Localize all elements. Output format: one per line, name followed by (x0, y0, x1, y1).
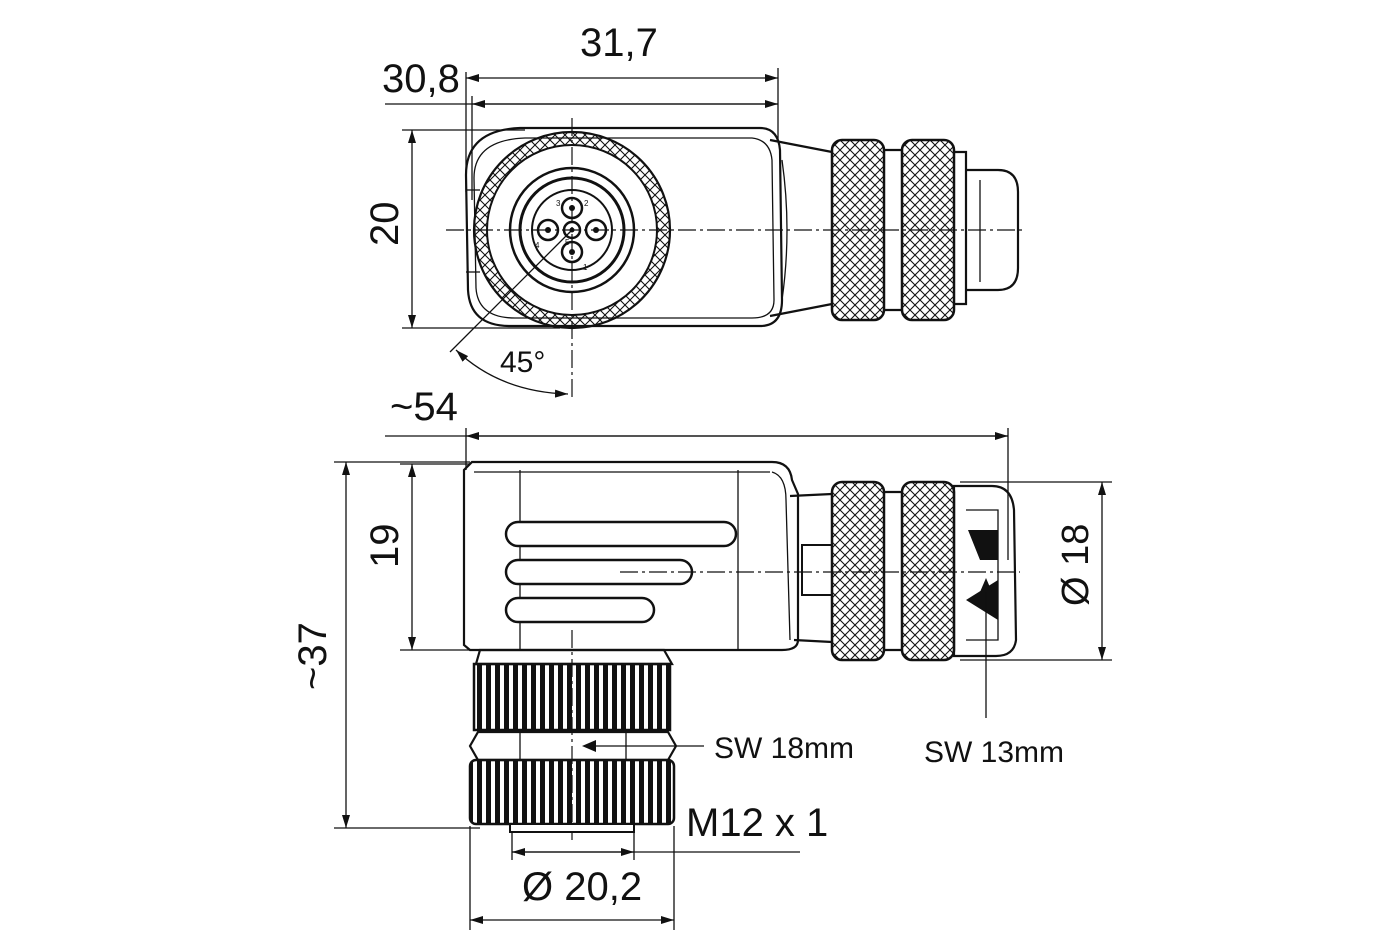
dimension-19: 19 (363, 463, 480, 651)
dimension-45-degree: 45° (449, 229, 573, 398)
label-sw-13mm: SW 13mm (924, 736, 1064, 769)
side-bottom-nut (472, 648, 674, 732)
top-view: 31,7 30,8 20 (363, 21, 1026, 398)
label-m12-thread: M12 x 1 (686, 801, 828, 845)
top-housing-outline (464, 126, 784, 328)
pin-label-5: 5 (565, 238, 570, 247)
side-thread-ring (468, 758, 676, 833)
callout-thread: M12 x 1 (511, 801, 828, 860)
side-view: ~54 19 ~37 (291, 385, 1112, 930)
side-knurl-nut-2 (900, 480, 956, 662)
pin-label-1: 1 (583, 263, 588, 272)
dimension-diameter-20-2: Ø 20,2 (469, 826, 675, 930)
dim-label-19: 19 (363, 524, 407, 569)
pin-label-4: 4 (535, 241, 540, 250)
dimension-30-8: 30,8 (382, 57, 778, 200)
pin-label-2: 2 (584, 199, 589, 208)
pin-label-3: 3 (556, 199, 561, 208)
dimension-37: ~37 (291, 461, 480, 829)
dim-label-diameter-18: Ø 18 (1055, 524, 1097, 606)
dim-label-54: ~54 (390, 385, 458, 429)
callout-sw-18: SW 18mm (582, 732, 854, 765)
dim-label-37: ~37 (291, 622, 335, 690)
dim-label-31-7: 31,7 (580, 21, 658, 65)
dim-label-30-8: 30,8 (382, 57, 460, 101)
side-knurl-nut-1 (830, 480, 886, 662)
side-end-cap (952, 484, 1018, 658)
callout-sw-13: SW 13mm (924, 578, 1064, 769)
dimension-54: ~54 (385, 385, 1009, 560)
dimension-diameter-18: Ø 18 (960, 481, 1112, 661)
housing-slots (504, 520, 738, 624)
dimension-31-7: 31,7 (465, 21, 779, 192)
dim-label-diameter-20-2: Ø 20,2 (522, 865, 642, 909)
dim-label-45: 45° (500, 346, 545, 379)
label-sw-18mm: SW 18mm (714, 732, 854, 765)
dim-label-20: 20 (363, 202, 407, 247)
